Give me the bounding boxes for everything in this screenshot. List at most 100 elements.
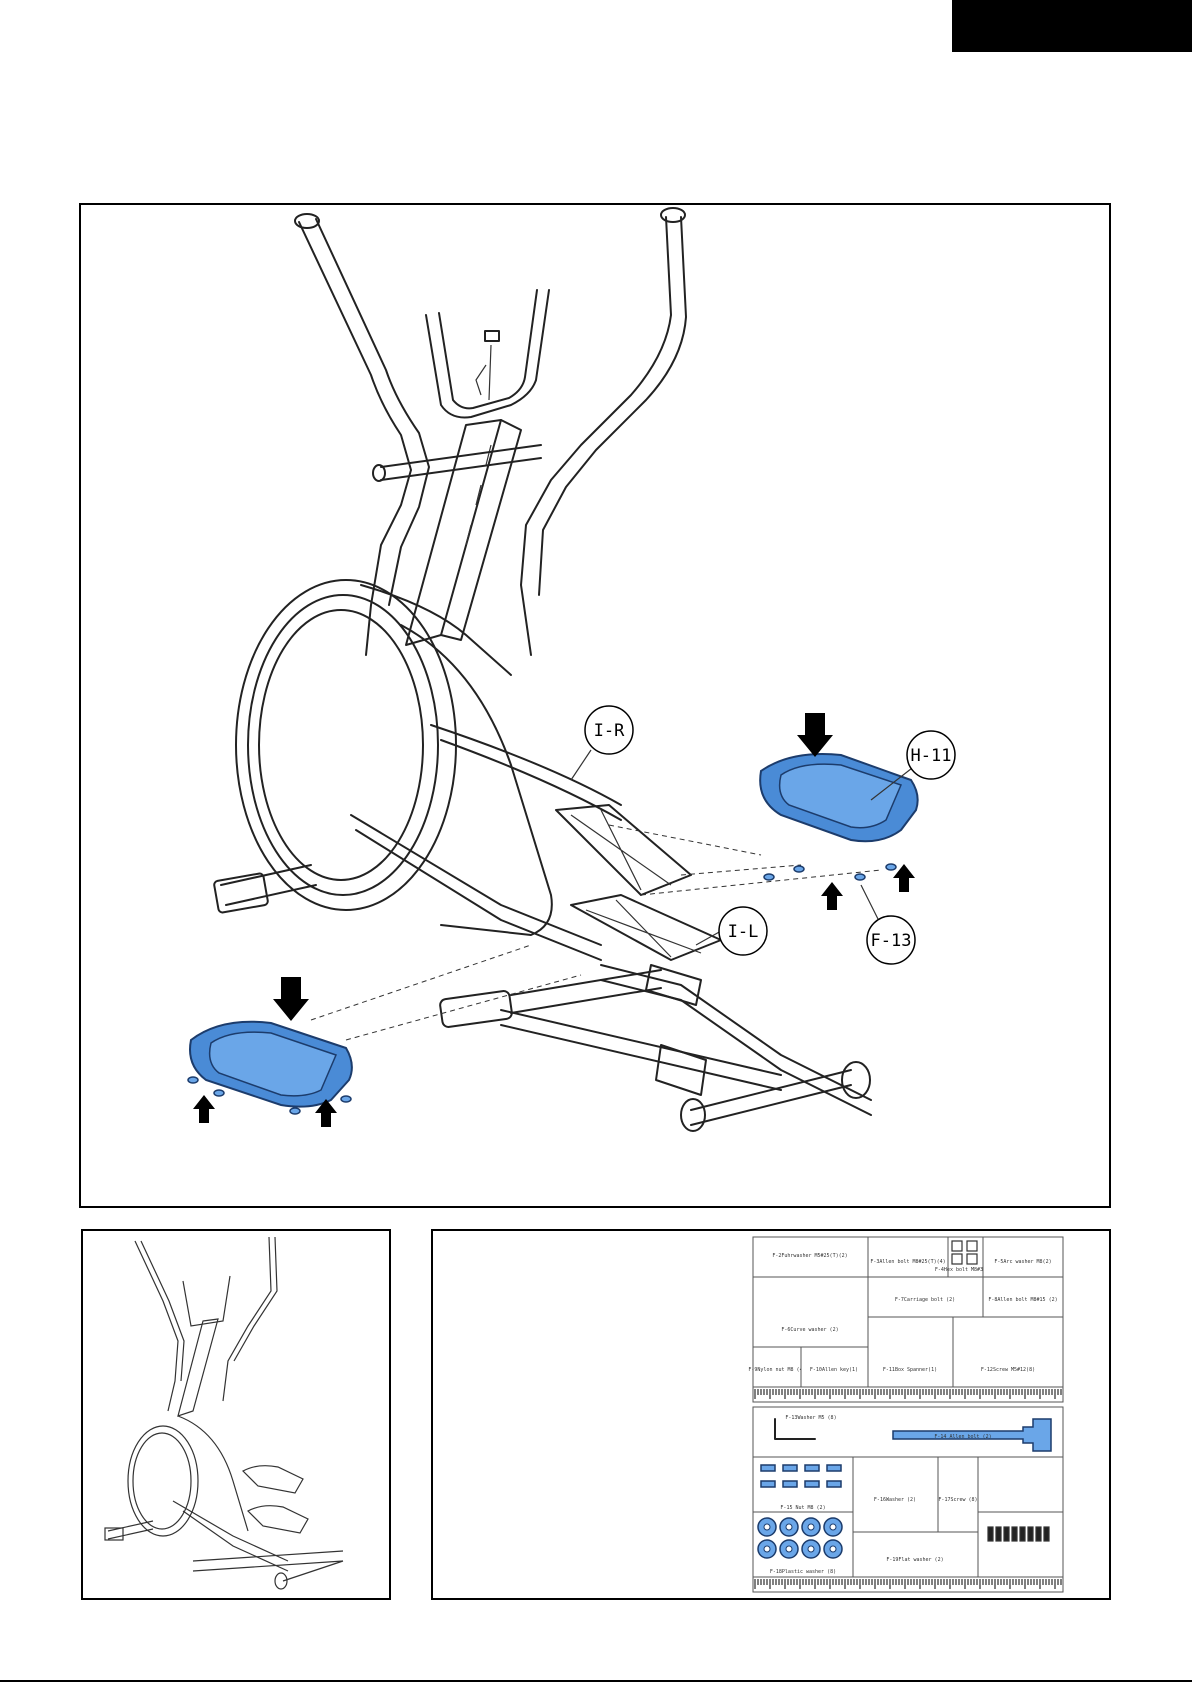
right-handlebar	[520, 216, 672, 656]
ov-right-handlebar	[222, 1236, 272, 1402]
flywheel-disc	[258, 609, 424, 881]
callout-i-r-label: I-R	[594, 721, 625, 741]
hw-cell-2	[867, 1236, 949, 1278]
screw-icon	[826, 1464, 842, 1472]
ov-rear-cap	[104, 1527, 124, 1541]
mast	[405, 419, 502, 646]
svg-text:F-3Allen bolt M8#25(T)(4): F-3Allen bolt M8#25(T)(4)	[870, 1259, 945, 1265]
callout-i-r: I-R	[584, 705, 634, 755]
left-pedal-tread	[208, 1031, 338, 1097]
guide-line-right-3	[640, 869, 882, 896]
lower-rail-right	[600, 964, 872, 1116]
wheel	[680, 1098, 706, 1132]
mount-plate-left	[570, 894, 722, 961]
roller-unit-left	[655, 1044, 707, 1096]
mast-front	[440, 419, 522, 641]
hw-cell-6	[867, 1276, 984, 1318]
arrow-down-right-pedal	[797, 713, 833, 757]
bolt-icon	[987, 1526, 994, 1542]
svg-text:F-11Box Spanner(1): F-11Box Spanner(1)	[883, 1367, 937, 1373]
ov-rails	[172, 1500, 289, 1572]
fixed-handle	[425, 289, 550, 419]
screws-right	[763, 863, 897, 881]
leader-f-13	[860, 884, 882, 926]
arrow-up-2	[893, 864, 915, 892]
guide-line-right-2	[680, 864, 802, 876]
leader-h-11	[870, 764, 917, 801]
svg-text:F-12Screw M5#12(8): F-12Screw M5#12(8)	[981, 1367, 1035, 1373]
upper-crossbar	[380, 444, 542, 481]
frame-body-back	[360, 584, 512, 676]
hardware-pack-panel: F-2Fuhrwasher M5#25(T)(2) F-3Allen bolt …	[431, 1229, 1111, 1600]
arrow-down-left-pedal	[273, 977, 309, 1021]
washer-icons	[757, 1517, 843, 1559]
screw-icon	[804, 1480, 820, 1488]
front-base-cap	[841, 1061, 871, 1099]
mast-holes	[465, 444, 492, 546]
page-footer-rule	[0, 1680, 1192, 1682]
hw-cell-15	[937, 1456, 979, 1533]
arrow-up-4	[315, 1099, 337, 1127]
ov-mast	[177, 1318, 219, 1417]
hw-cell-16	[977, 1456, 1064, 1513]
callout-i-l: I-L	[718, 906, 768, 956]
svg-text:F-17Screw (8): F-17Screw (8)	[938, 1497, 977, 1503]
svg-text:F-8Allen bolt M8#15 (2): F-8Allen bolt M8#15 (2)	[988, 1297, 1057, 1303]
bolt-icon	[1011, 1526, 1018, 1542]
hw-cell-8	[752, 1346, 802, 1388]
ov-wheel	[274, 1572, 288, 1590]
right-pedal-arm	[430, 724, 622, 821]
washer-hole-icon	[763, 1523, 771, 1531]
left-handlebar	[298, 221, 412, 656]
overview-drawing	[104, 1236, 344, 1590]
washer-hole-icon	[763, 1545, 771, 1553]
bolt-icon	[1043, 1526, 1050, 1542]
bolt-icon	[1027, 1526, 1034, 1542]
right-pedal-tread	[778, 763, 903, 829]
svg-text:F-15 Nut M8 (2): F-15 Nut M8 (2)	[780, 1505, 825, 1511]
frame-body	[400, 624, 553, 936]
washer-hole-icon	[829, 1545, 837, 1553]
right-grip-end	[660, 207, 686, 223]
leader-i-r	[570, 749, 592, 781]
rear-stabiliser-cap	[213, 872, 269, 914]
screw-icon	[782, 1480, 798, 1488]
screw-icon	[826, 1480, 842, 1488]
ov-left-handlebar-2	[140, 1240, 185, 1382]
ov-left-handlebar	[134, 1240, 179, 1412]
svg-text:F-14 Allen bolt (2): F-14 Allen bolt (2)	[934, 1434, 991, 1440]
ov-pedal-right	[242, 1465, 304, 1494]
mount-plate-left-x	[585, 899, 702, 958]
allen-key-icon	[774, 1418, 816, 1440]
ov-fixed-handle	[182, 1275, 231, 1327]
callout-f-13: F-13	[866, 915, 916, 965]
ov-right-handlebar-2	[233, 1236, 278, 1362]
svg-text:F-6Curve washer (2): F-6Curve washer (2)	[781, 1327, 838, 1333]
ov-flywheel-inner	[132, 1432, 192, 1530]
crossbar-cap-left	[372, 464, 386, 482]
svg-text:F-16Washer (2): F-16Washer (2)	[874, 1497, 916, 1503]
right-handlebar-inner	[538, 216, 687, 596]
bolt-icon	[1019, 1526, 1026, 1542]
hw-cell-17	[852, 1531, 979, 1578]
svg-text:F-7Carriage bolt (2): F-7Carriage bolt (2)	[895, 1297, 955, 1303]
hw-cell-4	[982, 1236, 1064, 1278]
rear-stabiliser	[220, 864, 317, 906]
hw-cell-5	[752, 1276, 869, 1348]
svg-text:F-9Nylon nut M8 (4): F-9Nylon nut M8 (4)	[748, 1367, 805, 1373]
bolt-strip-icon	[987, 1526, 1050, 1542]
bolt-icon	[995, 1526, 1002, 1542]
box-spanner-icon	[892, 1418, 1052, 1452]
main-assembly-figure: I-R H-11 F-13 I-L	[79, 203, 1111, 1208]
mount-plate-right-x	[570, 809, 672, 891]
hw-cell-bolts	[977, 1511, 1064, 1578]
ruler-lower-ticks	[754, 1579, 1062, 1589]
svg-text:F-5Arc washer M8(2): F-5Arc washer M8(2)	[994, 1259, 1051, 1265]
mount-plate-right	[555, 804, 692, 896]
guide-line-left-2	[345, 974, 582, 1041]
washer-hole-icon	[807, 1523, 815, 1531]
ruler-upper-ticks	[754, 1389, 1062, 1399]
nut-icons	[951, 1240, 978, 1265]
bolt-icon	[1035, 1526, 1042, 1542]
fixed-handle-inner	[438, 289, 538, 410]
